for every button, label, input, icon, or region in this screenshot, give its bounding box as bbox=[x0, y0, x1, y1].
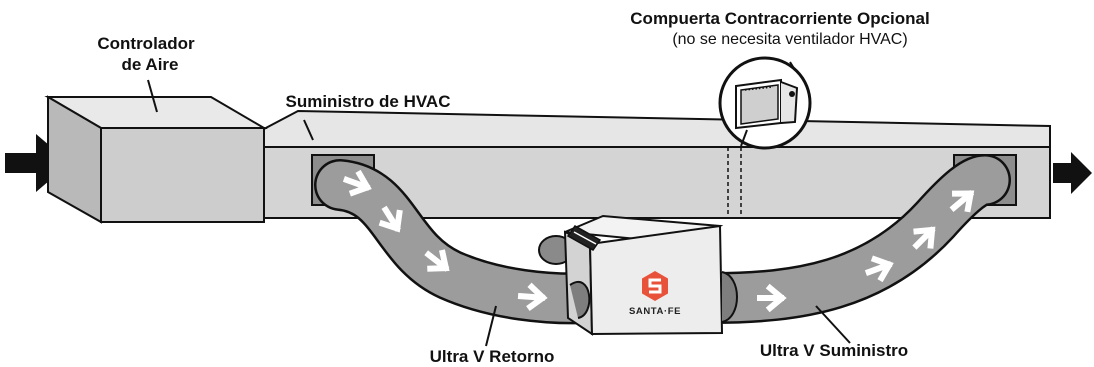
flow-arrow-icon bbox=[912, 226, 936, 250]
air-handler-label-line2: de Aire bbox=[121, 55, 178, 74]
flow-arrow-icon bbox=[864, 255, 894, 283]
supply-label: Ultra V Suministro bbox=[760, 341, 908, 360]
damper-note: (no se necesita ventilador HVAC) bbox=[672, 31, 907, 48]
ultra-v-unit: SANTA·FE bbox=[538, 214, 738, 336]
damper-section bbox=[727, 147, 742, 216]
santa-fe-logo-icon bbox=[642, 271, 668, 301]
return-label: Ultra V Retorno bbox=[430, 347, 555, 366]
return-flex-duct bbox=[314, 159, 616, 325]
flow-arrow-icon bbox=[517, 282, 548, 312]
hvac-supply-label: Suministro de HVAC bbox=[286, 92, 451, 111]
flow-arrow-icon bbox=[342, 169, 372, 197]
air-handler-label-line1: Controlador bbox=[97, 34, 195, 53]
damper-title: Compuerta Contracorriente Opcional bbox=[630, 9, 929, 28]
brand-text: SANTA·FE bbox=[629, 306, 681, 317]
inflow-arrow-icon bbox=[5, 134, 70, 192]
flow-arrows bbox=[342, 169, 975, 313]
leader-lines bbox=[147, 79, 851, 347]
air-handler-box bbox=[44, 95, 268, 224]
flow-arrow-icon bbox=[949, 189, 975, 213]
flow-arrow-icon bbox=[424, 249, 450, 272]
outflow-arrow-icon bbox=[1053, 152, 1092, 194]
damper-detail-magnifier bbox=[718, 56, 812, 150]
flow-arrow-icon bbox=[757, 283, 787, 313]
flow-arrow-icon bbox=[378, 205, 403, 233]
